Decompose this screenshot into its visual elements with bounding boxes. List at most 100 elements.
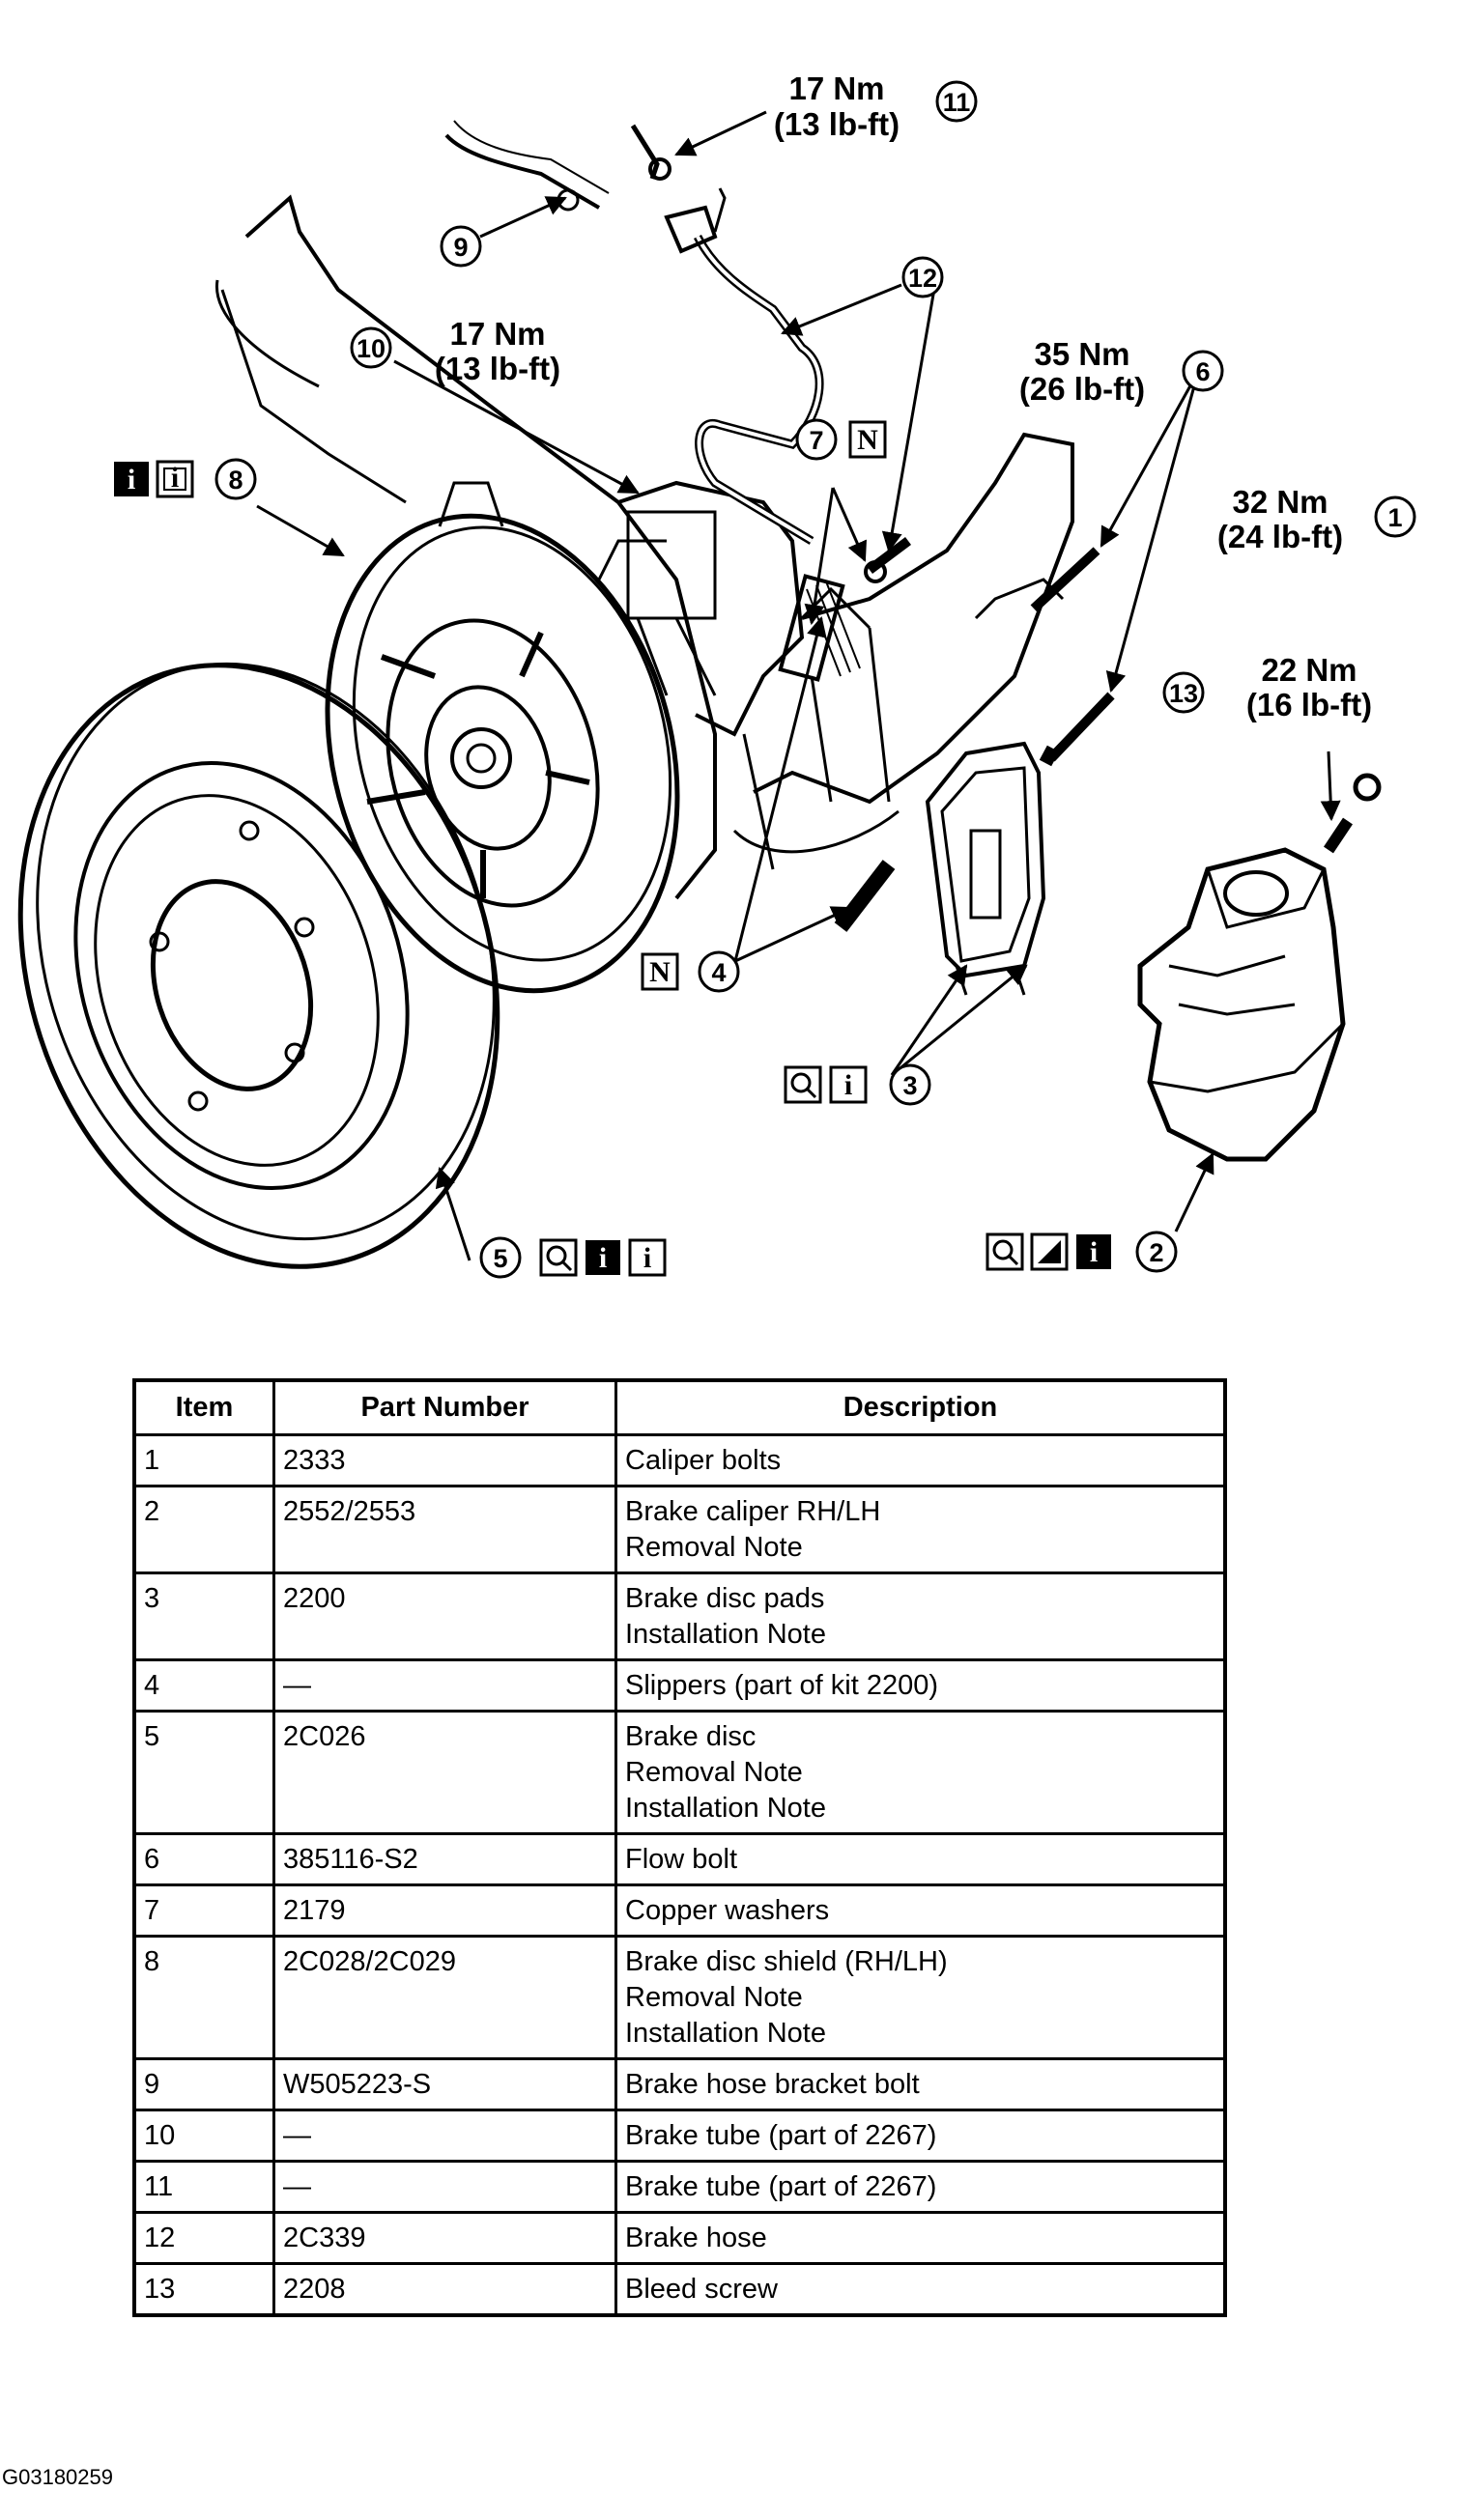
- description-line: Installation Note: [625, 1619, 826, 1650]
- table-row: 10—Brake tube (part of 2267): [132, 2109, 1227, 2163]
- item-cell: 2: [132, 1485, 275, 1574]
- part-number-cell: 2179: [272, 1883, 617, 1938]
- description-line: Brake disc shield (RH/LH): [625, 1946, 948, 1977]
- table-header-row: Item Part Number Description: [132, 1378, 1227, 1436]
- description-line: Removal Note: [625, 1757, 803, 1788]
- callout-1: 1: [1374, 496, 1416, 538]
- description-line: Brake hose: [625, 2223, 767, 2253]
- description-line: Brake tube (part of 2267): [625, 2120, 937, 2151]
- item-cell: 10: [132, 2109, 275, 2163]
- table-row: 11— Brake tube (part of 2267): [132, 2160, 1227, 2214]
- callout-3-number: 3: [902, 1071, 917, 1100]
- description-cell: Brake hose bracket bolt: [614, 2057, 1227, 2111]
- info-icon: i: [128, 464, 135, 496]
- torque-13-lbft: (16 lb-ft): [1246, 687, 1372, 722]
- torque-6-nm: 35 Nm: [1034, 336, 1129, 372]
- callout-13: 13: [1162, 671, 1205, 714]
- callout-2-number: 2: [1149, 1238, 1163, 1267]
- leader-lines: [256, 110, 1341, 1261]
- description-line: Brake disc: [625, 1721, 757, 1752]
- callout-10-number: 10: [357, 334, 386, 363]
- torque-6-lbft: (26 lb-ft): [1019, 371, 1145, 407]
- item-cell: 3: [132, 1571, 275, 1661]
- description-line: Copper washers: [625, 1895, 830, 1926]
- header-part-number: Part Number: [272, 1378, 617, 1436]
- part-number-cell: —: [272, 2160, 617, 2214]
- table-row: 4—Slippers (part of kit 2200): [132, 1658, 1227, 1713]
- description-cell: Brake tube (part of 2267): [614, 2109, 1227, 2163]
- description-line: Slippers (part of kit 2200): [625, 1670, 938, 1701]
- callout-4-number: 4: [711, 958, 726, 987]
- info-icon-outline: i: [643, 1242, 651, 1274]
- magnifier-icon: [790, 1072, 812, 1093]
- description-cell: Copper washers: [614, 1883, 1227, 1938]
- knuckle-illustration: [617, 432, 1074, 870]
- brake-lines-illustration: [444, 120, 824, 545]
- description-line: Brake hose bracket bolt: [625, 2069, 920, 2100]
- callout-11: 11: [935, 80, 978, 123]
- description-cell: Caliper bolts: [614, 1433, 1227, 1487]
- description-line: Caliper bolts: [625, 1445, 782, 1476]
- description-line: Installation Note: [625, 2018, 826, 2049]
- item-cell: 9: [132, 2057, 275, 2111]
- callout-10: 10: [350, 326, 392, 369]
- info-icon: i: [599, 1242, 607, 1274]
- magnifier-icon: [546, 1245, 567, 1266]
- info-icon-outline: i: [171, 462, 179, 494]
- info-icon-outline: i: [844, 1069, 852, 1101]
- part-number-cell: W505223-S: [272, 2057, 617, 2111]
- item-cell: 5: [132, 1710, 275, 1835]
- callout-12: 12: [901, 256, 944, 298]
- exploded-brake-diagram: 17 Nm (13 lb-ft) 17 Nm (13 lb-ft) 35 Nm …: [17, 71, 1416, 1279]
- callout-7: 7: [795, 418, 838, 461]
- description-line: Bleed screw: [625, 2274, 778, 2305]
- item-cell: 7: [132, 1883, 275, 1938]
- callout-12-number: 12: [908, 264, 937, 293]
- brake-caliper-illustration: [1137, 847, 1346, 1162]
- torque-10-nm: 17 Nm: [449, 316, 545, 352]
- part-number-cell: 2333: [272, 1433, 617, 1487]
- item-cell: 11: [132, 2160, 275, 2214]
- part-number-cell: 2C028/2C029: [272, 1935, 617, 2060]
- info-icon: i: [1090, 1236, 1098, 1268]
- callout-8-number: 8: [228, 466, 243, 495]
- description-line: Brake tube (part of 2267): [625, 2171, 937, 2202]
- item-cell: 4: [132, 1658, 275, 1713]
- callout-3: i 3: [784, 1063, 931, 1106]
- callout-8: i i 8: [114, 458, 257, 500]
- description-line: Brake caliper RH/LH: [625, 1496, 881, 1527]
- callout-9: 9: [440, 225, 482, 268]
- callout-9-number: 9: [453, 233, 468, 262]
- description-cell: Slippers (part of kit 2200): [614, 1658, 1227, 1713]
- torque-labels: 17 Nm (13 lb-ft) 17 Nm (13 lb-ft) 35 Nm …: [435, 71, 1372, 722]
- item-cell: 6: [132, 1832, 275, 1886]
- callout-6: 6: [1182, 350, 1224, 392]
- callout-5-number: 5: [493, 1244, 507, 1273]
- disc-shield-illustration: [214, 194, 717, 994]
- callout-7-number: 7: [809, 426, 823, 455]
- description-line: Flow bolt: [625, 1844, 738, 1875]
- description-line: Brake disc pads: [625, 1583, 825, 1614]
- torque-13-nm: 22 Nm: [1261, 652, 1357, 688]
- callout-4: N 4: [641, 950, 740, 993]
- fasteners-illustration: [834, 537, 1382, 932]
- callout-1-number: 1: [1387, 503, 1402, 532]
- callout-11-number: 11: [943, 88, 971, 117]
- torque-1-lbft: (24 lb-ft): [1217, 519, 1343, 554]
- callout-2: i 2: [986, 1231, 1178, 1273]
- torque-10-lbft: (13 lb-ft): [435, 351, 560, 386]
- description-cell: Brake tube (part of 2267): [614, 2160, 1227, 2214]
- part-number-cell: 2552/2553: [272, 1485, 617, 1574]
